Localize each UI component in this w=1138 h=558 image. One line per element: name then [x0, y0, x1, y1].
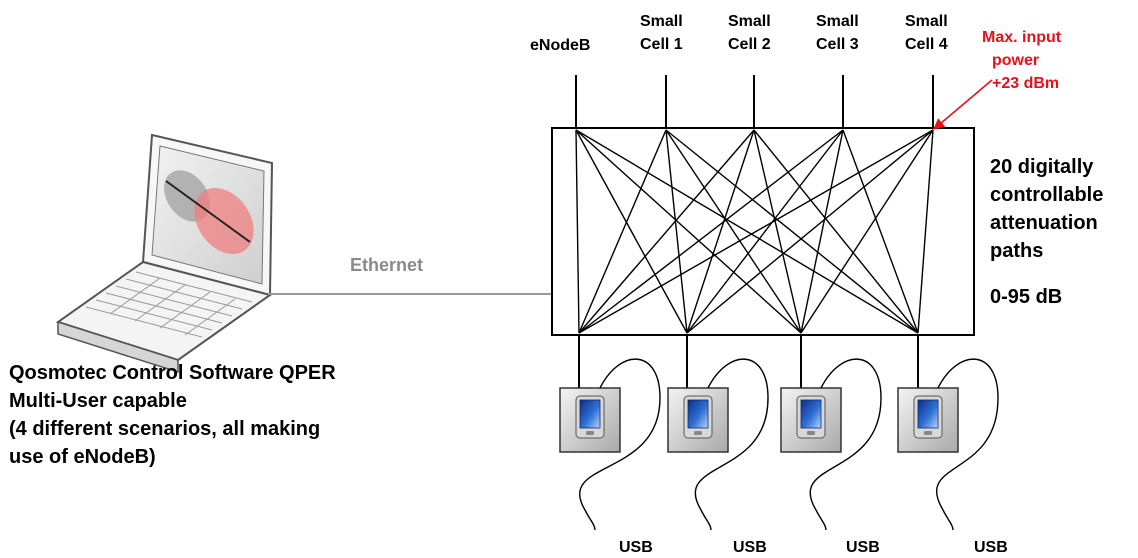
source-label-cell-4-l2: Cell 4 [905, 36, 948, 53]
attenuation-range-label: 0-95 dB [990, 286, 1062, 308]
max-input-label-l1: Max. input [982, 29, 1062, 46]
attenuation-path [686, 129, 755, 334]
attenuation-path [753, 129, 919, 334]
source-label-cell-2-l2: Cell 2 [728, 36, 771, 53]
attenuation-paths [575, 129, 934, 334]
mobile-device-icon [897, 387, 959, 453]
attenuation-path [686, 129, 844, 334]
attenuation-path [578, 129, 844, 334]
usb-cable [809, 358, 882, 531]
attenuation-path [665, 129, 802, 334]
attenuation-path [753, 129, 802, 334]
max-input-label-l3: +23 dBm [992, 75, 1059, 92]
mobile-device-icon [559, 387, 621, 453]
usb-cable [694, 358, 769, 531]
source-label-cell-4-l1: Small [905, 13, 948, 30]
source-label-cell-3-l1: Small [816, 13, 859, 30]
attenuation-path [578, 129, 667, 334]
usb-label: USB [619, 539, 653, 556]
attenuation-label-l4: paths [990, 240, 1043, 262]
source-feed-lines [575, 75, 934, 128]
attenuation-path [686, 129, 934, 334]
software-label-l1: Qosmotec Control Software QPER [9, 362, 336, 384]
attenuation-path [917, 129, 934, 334]
software-label-l3: (4 different scenarios, all making [9, 418, 320, 440]
software-label-l4: use of eNodeB) [9, 446, 156, 468]
attenuation-path [800, 129, 934, 334]
attenuation-path [578, 129, 755, 334]
attenuation-path [665, 129, 919, 334]
laptop-icon [55, 133, 274, 374]
attenuation-path [800, 129, 844, 334]
attenuation-path [578, 129, 934, 334]
attenuation-path [665, 129, 688, 334]
attenuation-path [575, 129, 580, 334]
attenuation-matrix [551, 127, 975, 336]
mobile-device-icon [780, 387, 842, 453]
attenuation-path [842, 129, 919, 334]
source-label-cell-2-l1: Small [728, 13, 771, 30]
max-input-label-l2: power [992, 52, 1039, 69]
attenuation-path [575, 129, 919, 334]
attenuation-label-l3: attenuation [990, 212, 1098, 234]
attenuation-path [575, 129, 802, 334]
ethernet-label: Ethernet [350, 255, 423, 275]
source-label-enodeb: eNodeB [530, 37, 590, 54]
attenuation-path [575, 129, 688, 334]
attenuation-label-l1: 20 digitally [990, 156, 1094, 178]
source-label-cell-1-l1: Small [640, 13, 683, 30]
attenuation-label-l2: controllable [990, 184, 1103, 206]
mobile-devices [559, 335, 999, 531]
usb-cable [936, 358, 999, 531]
usb-label: USB [733, 539, 767, 556]
source-label-cell-1-l2: Cell 1 [640, 36, 683, 53]
usb-cable [578, 358, 661, 531]
software-label-l2: Multi-User capable [9, 390, 187, 412]
usb-label: USB [974, 539, 1008, 556]
mobile-device-icon [667, 387, 729, 453]
usb-label: USB [846, 539, 880, 556]
source-label-cell-3-l2: Cell 3 [816, 36, 859, 53]
max-input-arrow [933, 79, 993, 130]
